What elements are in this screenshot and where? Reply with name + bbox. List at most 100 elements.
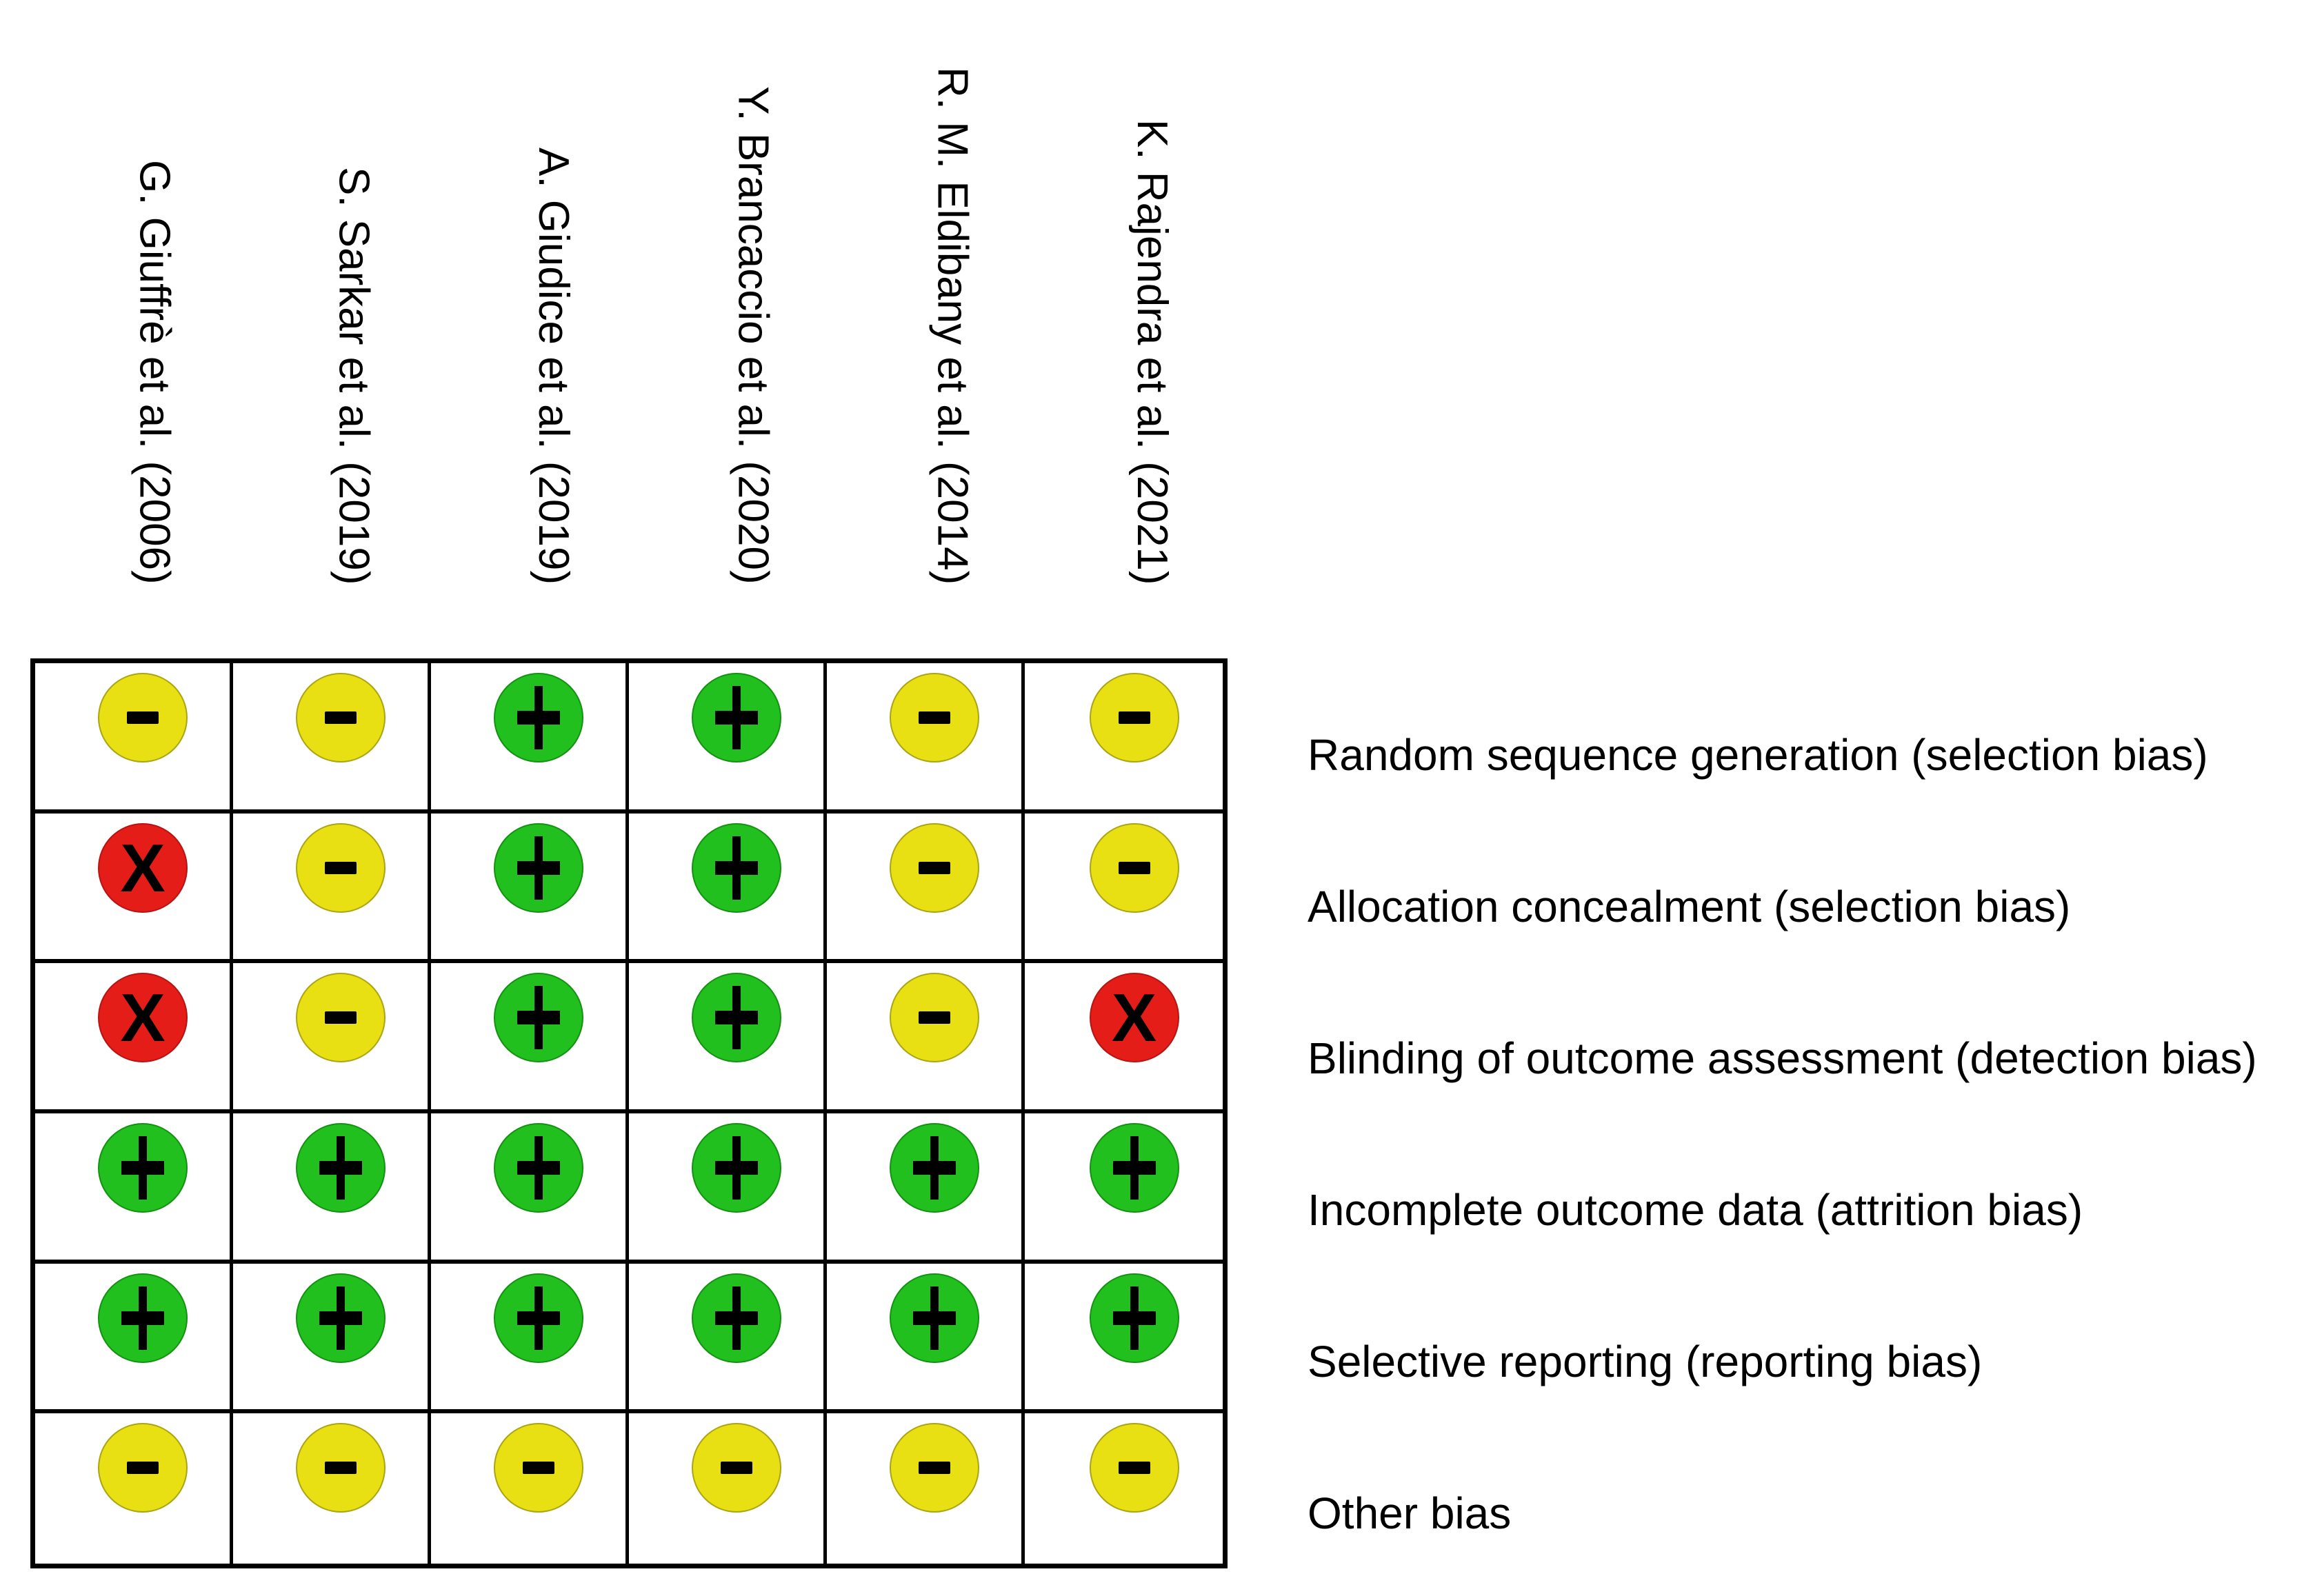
- criterion-label-5: Selective reporting (reporting bias): [1308, 1337, 1983, 1386]
- plus-icon: [913, 1161, 956, 1175]
- minus-icon: [1118, 1462, 1150, 1475]
- rob-cell-r5-c3: [431, 1263, 629, 1414]
- low-risk-circle: [494, 973, 583, 1063]
- plus-icon: [517, 1311, 560, 1325]
- minus-icon: [325, 1462, 357, 1475]
- rob-cell-r4-c4: [629, 1113, 827, 1264]
- study-header-label: S. Sarkar et al. (2019): [330, 166, 378, 585]
- low-risk-circle: [1089, 1273, 1179, 1363]
- high-risk-circle: X: [1089, 973, 1179, 1063]
- minus-icon: [523, 1462, 554, 1475]
- unclear-risk-circle: [296, 973, 386, 1063]
- plus-icon: [517, 1011, 560, 1025]
- plus-icon: [715, 860, 758, 875]
- minus-icon: [919, 711, 950, 724]
- cross-icon: X: [120, 980, 166, 1056]
- rob-cell-r1-c3: [431, 663, 629, 814]
- rob-cell-r4-c2: [233, 1113, 431, 1264]
- rob-cell-r1-c5: [827, 663, 1025, 814]
- rob-cell-r3-c5: [827, 963, 1025, 1113]
- rob-cell-r5-c1: [35, 1263, 233, 1414]
- unclear-risk-circle: [890, 1423, 979, 1513]
- minus-icon: [721, 1462, 752, 1475]
- rob-cell-r5-c6: [1025, 1263, 1223, 1414]
- unclear-risk-circle: [1089, 1423, 1179, 1513]
- minus-icon: [919, 1462, 950, 1475]
- minus-icon: [325, 861, 357, 874]
- plus-icon: [319, 1311, 362, 1325]
- plus-icon: [121, 1161, 164, 1175]
- low-risk-circle: [494, 1273, 583, 1363]
- unclear-risk-circle: [494, 1423, 583, 1513]
- plus-icon: [517, 860, 560, 875]
- minus-icon: [127, 1462, 159, 1475]
- low-risk-circle: [692, 1123, 781, 1213]
- study-header-label: K. Rajendra et al. (2021): [1128, 119, 1176, 585]
- low-risk-circle: [1089, 1123, 1179, 1213]
- minus-icon: [919, 1011, 950, 1024]
- unclear-risk-circle: [692, 1423, 781, 1513]
- criterion-label-3: Blinding of outcome assessment (detectio…: [1308, 1033, 2257, 1083]
- study-header-label: R. M. Eldibany et al. (2014): [928, 66, 977, 585]
- study-header-3: A. Giudice et al. (2019): [522, 0, 584, 585]
- low-risk-circle: [692, 822, 781, 913]
- plus-icon: [1112, 1311, 1156, 1325]
- rob-cell-r2-c1: X: [35, 813, 233, 964]
- rob-cell-r4-c5: [827, 1113, 1025, 1264]
- rob-cell-r2-c4: [629, 813, 827, 964]
- low-risk-circle: [890, 1123, 979, 1213]
- rob-cell-r5-c2: [233, 1263, 431, 1414]
- rob-cell-r6-c6: [1025, 1413, 1223, 1564]
- rob-cell-r3-c6: X: [1025, 963, 1223, 1113]
- rob-cell-r4-c1: [35, 1113, 233, 1264]
- rob-cell-r2-c3: [431, 813, 629, 964]
- rob-cell-r5-c4: [629, 1263, 827, 1414]
- plus-icon: [1112, 1161, 1156, 1175]
- unclear-risk-circle: [296, 1423, 386, 1513]
- study-header-label: Y. Brancaccio et al. (2020): [729, 86, 777, 585]
- minus-icon: [127, 711, 159, 724]
- low-risk-circle: [296, 1273, 386, 1363]
- study-header-6: K. Rajendra et al. (2021): [1121, 0, 1183, 585]
- unclear-risk-circle: [890, 673, 979, 762]
- unclear-risk-circle: [1089, 822, 1179, 913]
- rob-cell-r3-c2: [233, 963, 431, 1113]
- rob-cell-r2-c5: [827, 813, 1025, 964]
- unclear-risk-circle: [296, 822, 386, 913]
- minus-icon: [919, 861, 950, 874]
- criterion-label-6: Other bias: [1308, 1488, 1512, 1538]
- rob-cell-r1-c6: [1025, 663, 1223, 814]
- rob-cell-r3-c3: [431, 963, 629, 1113]
- rob-cell-r6-c4: [629, 1413, 827, 1564]
- rob-cell-r6-c2: [233, 1413, 431, 1564]
- criterion-label-4: Incomplete outcome data (attrition bias): [1308, 1185, 2083, 1235]
- criterion-label-2: Allocation concealment (selection bias): [1308, 882, 2071, 931]
- rob-cell-r6-c1: [35, 1413, 233, 1564]
- criterion-label-1: Random sequence generation (selection bi…: [1308, 730, 2208, 780]
- minus-icon: [325, 1011, 357, 1024]
- cross-icon: X: [1111, 980, 1157, 1056]
- plus-icon: [121, 1311, 164, 1325]
- plus-icon: [319, 1161, 362, 1175]
- rob-cell-r6-c5: [827, 1413, 1025, 1564]
- low-risk-circle: [98, 1273, 188, 1363]
- minus-icon: [1118, 711, 1150, 724]
- low-risk-circle: [494, 822, 583, 913]
- low-risk-circle: [494, 1123, 583, 1213]
- low-risk-circle: [296, 1123, 386, 1213]
- rob-cell-r3-c1: X: [35, 963, 233, 1113]
- rob-cell-r4-c6: [1025, 1113, 1223, 1264]
- low-risk-circle: [692, 673, 781, 762]
- plus-icon: [517, 1161, 560, 1175]
- plus-icon: [913, 1311, 956, 1325]
- minus-icon: [325, 711, 357, 724]
- unclear-risk-circle: [1089, 673, 1179, 762]
- low-risk-circle: [692, 1273, 781, 1363]
- cross-icon: X: [120, 829, 166, 906]
- low-risk-circle: [692, 973, 781, 1063]
- study-header-label: A. Giudice et al. (2019): [529, 147, 577, 585]
- study-header-4: Y. Brancaccio et al. (2020): [722, 0, 784, 585]
- plus-icon: [715, 1011, 758, 1025]
